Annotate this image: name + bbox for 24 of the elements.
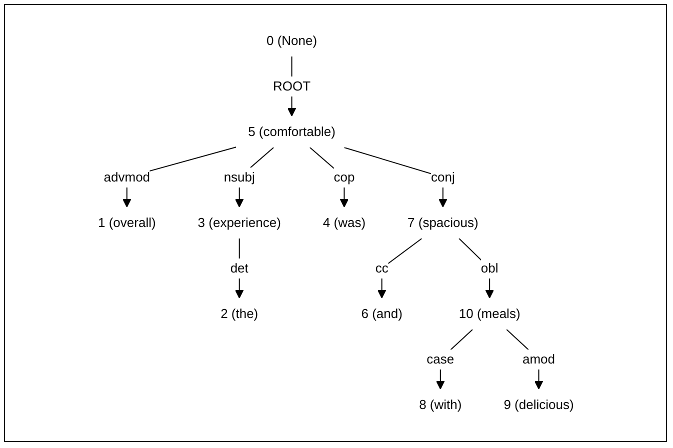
node-text: 7 (spacious) — [407, 215, 478, 230]
node-text: 10 (meals) — [458, 306, 520, 322]
node-text: 6 (and) — [360, 306, 402, 322]
node-text: 5 (comfortable) — [248, 124, 336, 140]
edge-label: obl — [480, 260, 498, 276]
node-text: 4 (was) — [322, 215, 366, 230]
edge-label: nsubj — [223, 170, 254, 185]
edge-label: advmod — [103, 170, 150, 185]
arrow — [377, 238, 422, 299]
node-text: 8 (with) — [418, 397, 462, 412]
node-text: 0 (None) — [266, 33, 317, 48]
node-text: 2 (the) — [220, 306, 258, 322]
edge-label: case — [426, 352, 454, 367]
node-text: 9 (delicious) — [503, 397, 574, 412]
edge-label: cc — [374, 260, 388, 276]
arrow — [309, 147, 348, 208]
arrow — [343, 147, 447, 208]
edge-label: cop — [333, 170, 354, 185]
edge-label: amod — [522, 352, 555, 367]
edge-label: det — [230, 260, 248, 276]
edge-label: ROOT — [272, 78, 310, 94]
edge-label: conj — [430, 170, 454, 185]
node-text: 1 (overall) — [98, 215, 156, 230]
node-text: 3 (experience) — [197, 215, 280, 230]
